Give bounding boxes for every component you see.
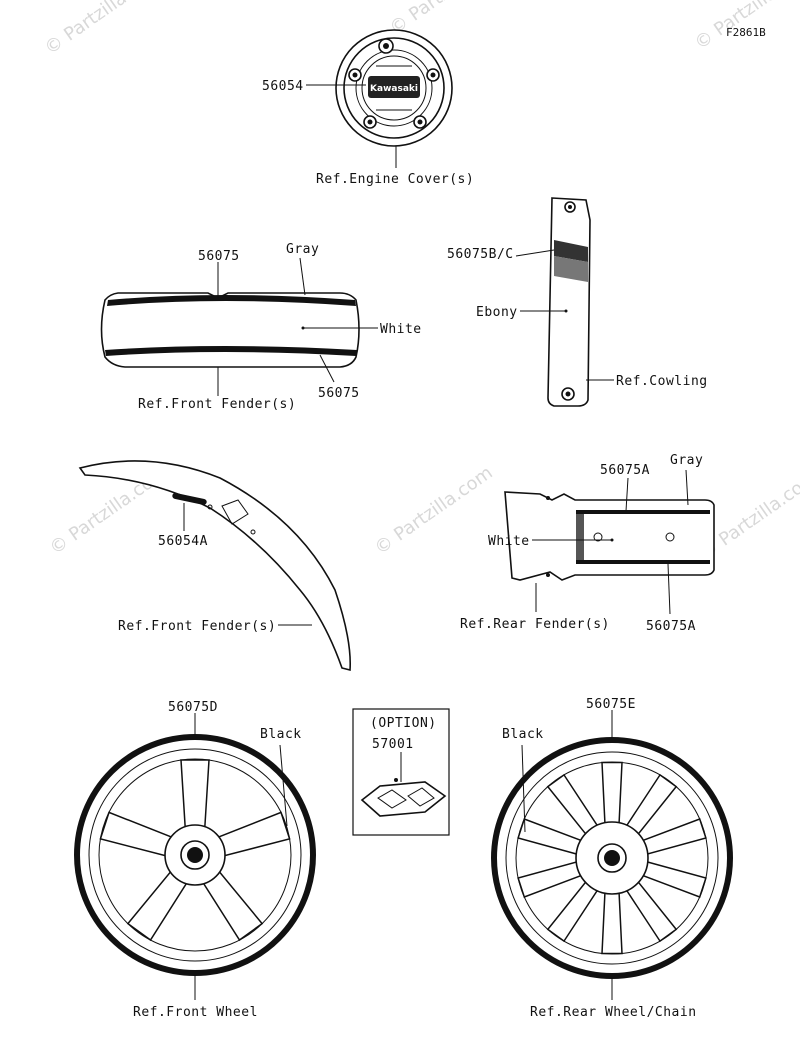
front-fender-top-view xyxy=(100,292,360,368)
front-wheel xyxy=(74,734,316,976)
engine-cover-emblem: Kawasaki xyxy=(335,29,453,147)
part-56054a: 56054A xyxy=(158,534,208,549)
ref-rear-wheel: Ref.Rear Wheel/Chain xyxy=(530,1005,697,1020)
color-white-front: White xyxy=(380,322,422,337)
ref-front-fender-2: Ref.Front Fender(s) xyxy=(118,619,276,634)
wheel-spoke xyxy=(601,888,623,955)
part-56075d: 56075D xyxy=(168,700,218,715)
cowling xyxy=(547,197,591,407)
ref-front-fender-1: Ref.Front Fender(s) xyxy=(138,397,296,412)
part-56075-bottom: 56075 xyxy=(318,386,360,401)
part-57001: 57001 xyxy=(372,737,414,752)
option-label: (OPTION) xyxy=(370,716,437,731)
color-black-rear: Black xyxy=(502,727,544,742)
part-56075e: 56075E xyxy=(586,697,636,712)
ref-engine-cover: Ref.Engine Cover(s) xyxy=(316,172,474,187)
emblem-logo-text: Kawasaki xyxy=(370,84,418,94)
wheel-spoke xyxy=(601,761,623,828)
ref-rear-fender: Ref.Rear Fender(s) xyxy=(460,617,610,632)
rear-wheel xyxy=(491,737,733,979)
front-fender-side-view xyxy=(78,460,352,672)
color-gray-rear: Gray xyxy=(670,453,703,468)
color-ebony: Ebony xyxy=(476,305,518,320)
color-white-rear: White xyxy=(488,534,530,549)
watermark: © Partzilla.com xyxy=(371,462,497,559)
part-56054: 56054 xyxy=(262,79,304,94)
rear-fender xyxy=(504,491,715,581)
color-gray-front: Gray xyxy=(286,242,319,257)
diagram-code: F2861B xyxy=(726,26,766,39)
part-56075a-bottom: 56075A xyxy=(646,619,696,634)
color-black-front: Black xyxy=(260,727,302,742)
part-56075-top: 56075 xyxy=(198,249,240,264)
wheel-spoke xyxy=(180,759,210,832)
ref-cowling: Ref.Cowling xyxy=(616,374,708,389)
watermark: © Partzilla.com xyxy=(41,0,167,59)
part-56075a-top: 56075A xyxy=(600,463,650,478)
ref-front-wheel: Ref.Front Wheel xyxy=(133,1005,258,1020)
part-56075bc: 56075B/C xyxy=(447,247,514,262)
